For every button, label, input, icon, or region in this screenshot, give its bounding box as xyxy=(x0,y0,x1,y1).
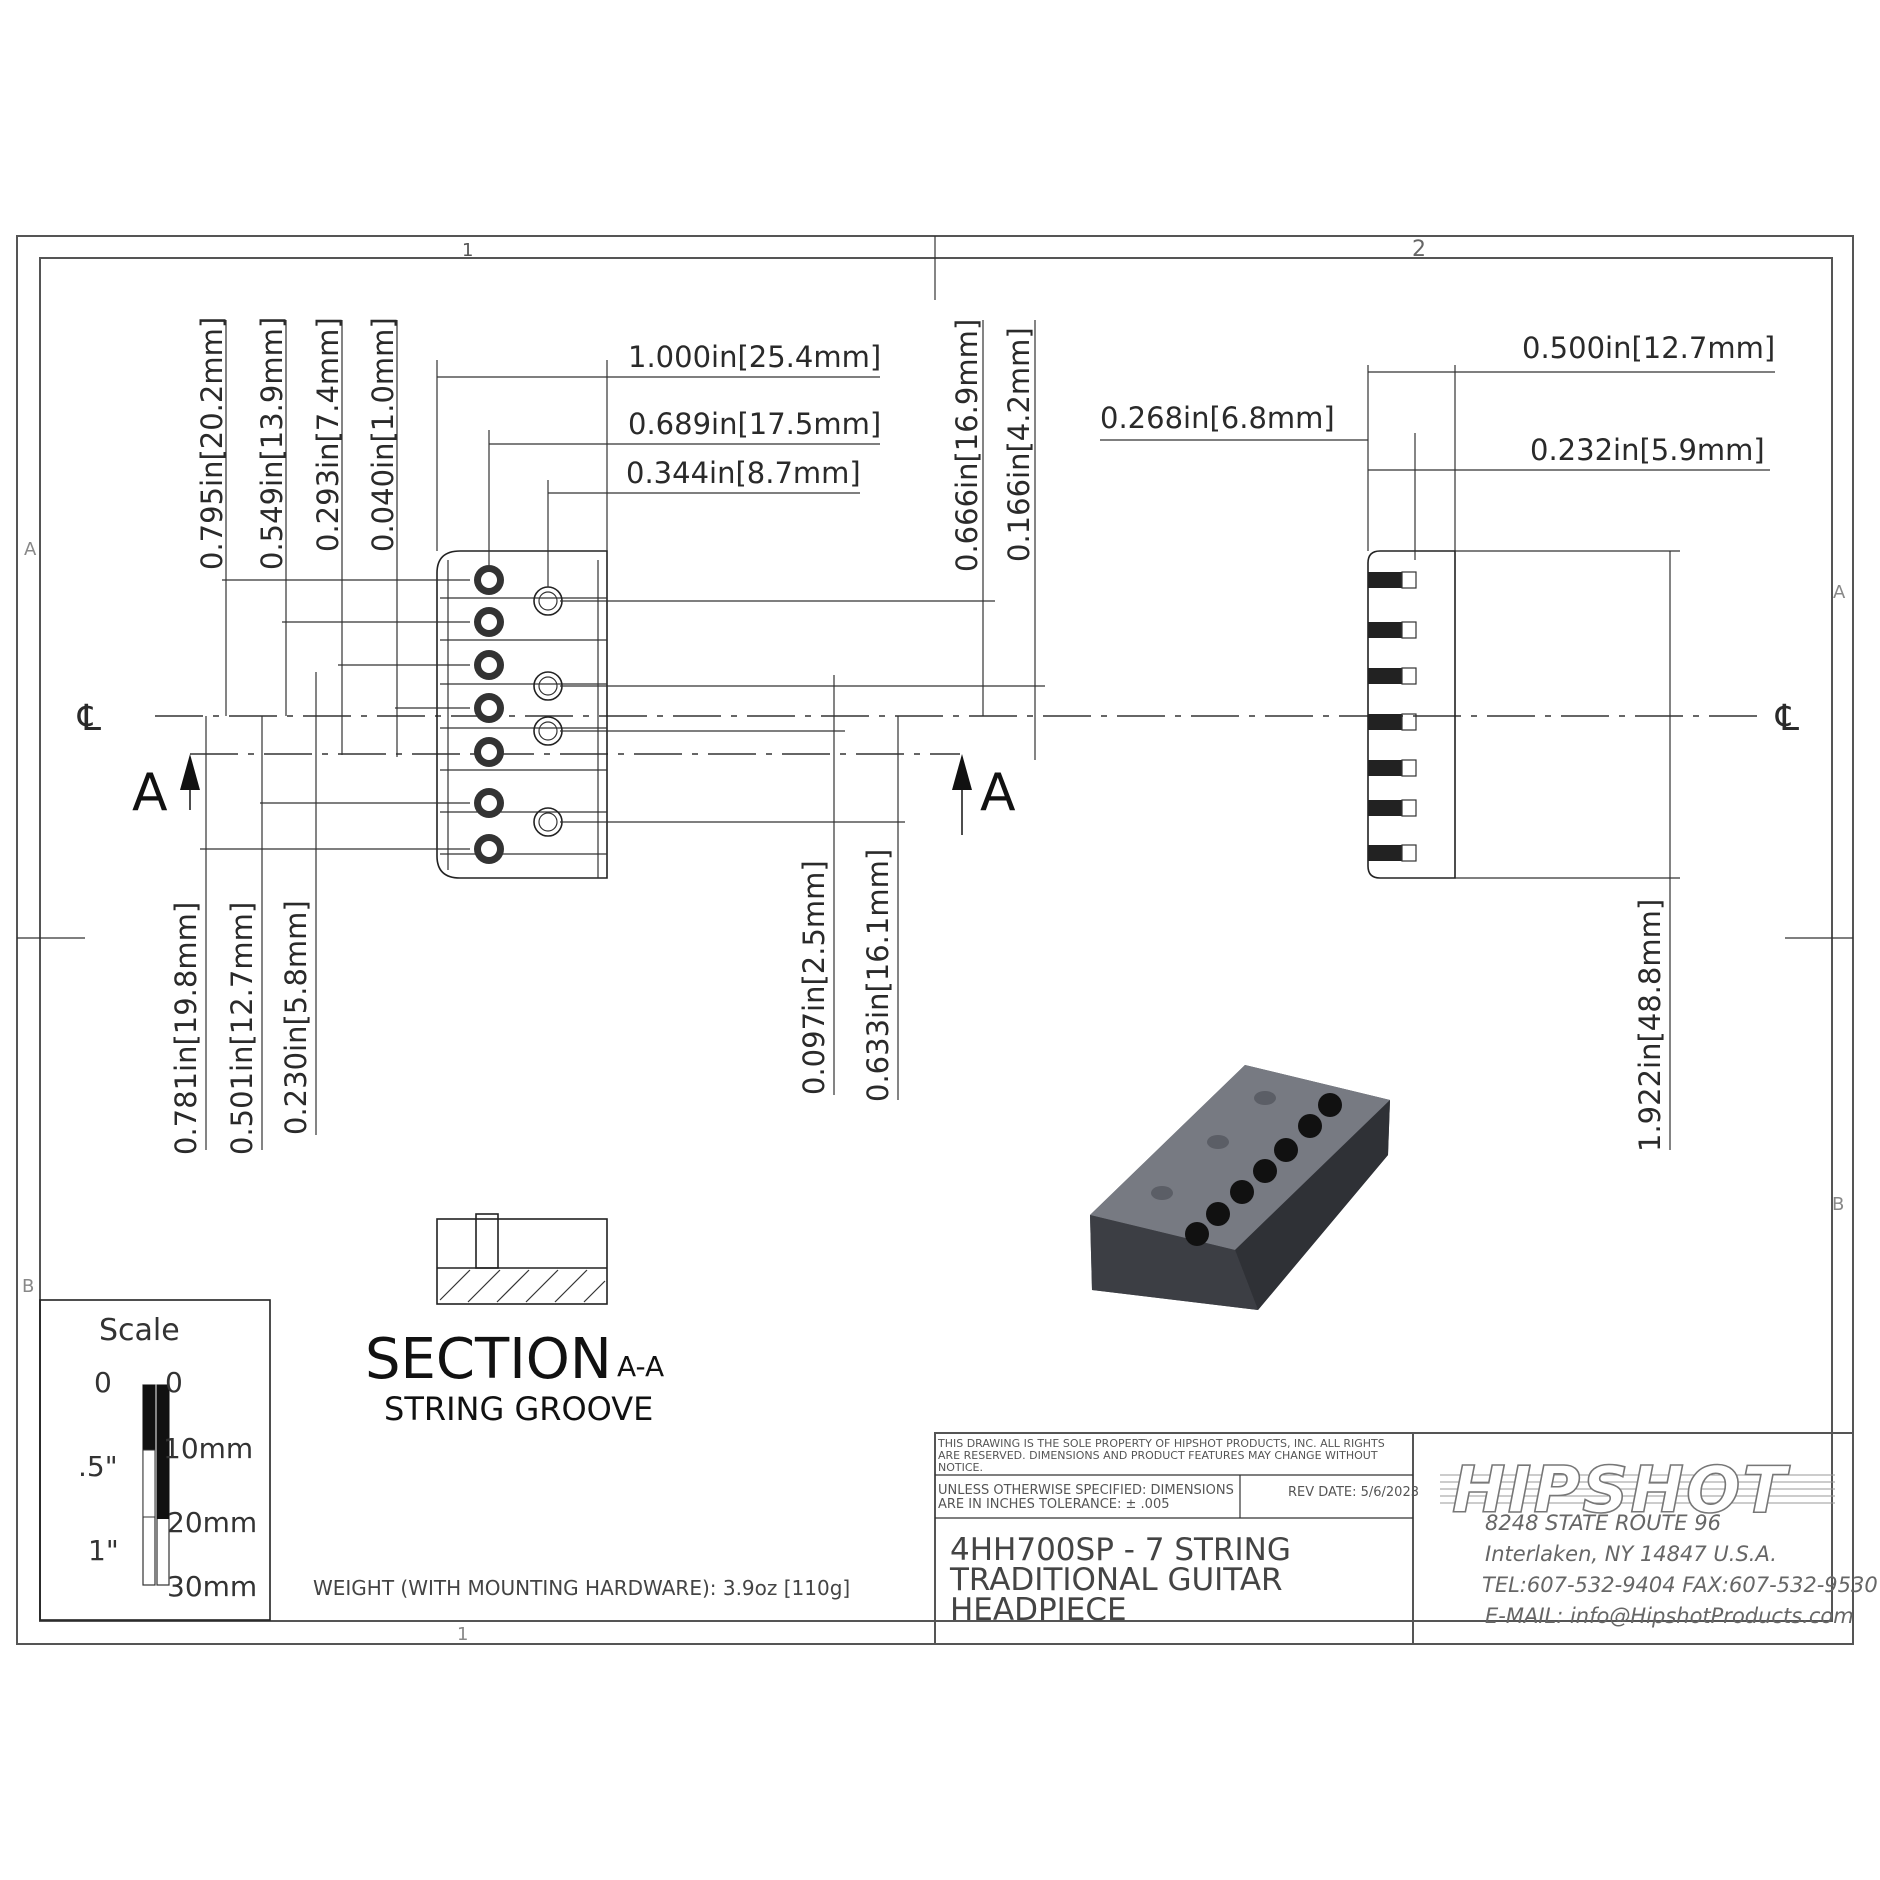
notice-line-2: ARE RESERVED. DIMENSIONS AND PRODUCT FEA… xyxy=(938,1449,1378,1462)
zone-right-a: A xyxy=(1833,582,1846,603)
address-line-2: Interlaken, NY 14847 U.S.A. xyxy=(1485,1542,1777,1566)
scale-in-half: .5" xyxy=(78,1450,118,1483)
front-view xyxy=(436,550,608,879)
centerline-symbol-right: ℄ xyxy=(1775,698,1799,739)
title-block xyxy=(934,1432,1854,1645)
address-email: E-MAIL: info@HipshotProducts.com xyxy=(1485,1604,1854,1628)
centerline-symbol-left: ℄ xyxy=(77,698,101,739)
section-arrow-left xyxy=(180,754,200,790)
dim-0268: 0.268in[6.8mm] xyxy=(1100,401,1335,435)
part-number-line-3: HEADPIECE xyxy=(950,1592,1127,1628)
isometric-view xyxy=(1090,1065,1390,1310)
logo-text: HIPSHOT xyxy=(1452,1454,1790,1528)
scale-in-0: 0 xyxy=(94,1366,112,1399)
section-arrow-right xyxy=(952,754,972,790)
notice-line-1: THIS DRAWING IS THE SOLE PROPERTY OF HIP… xyxy=(937,1437,1385,1450)
mid-lower-dimension-lines xyxy=(560,675,905,1100)
section-title: SECTION xyxy=(365,1327,612,1392)
dim-0097: 0.097in[2.5mm] xyxy=(797,860,831,1095)
dim-1922: 1.922in[48.8mm] xyxy=(1633,899,1667,1152)
part-number-line-1: 4HH700SP - 7 STRING xyxy=(950,1532,1291,1568)
dim-0230: 0.230in[5.8mm] xyxy=(279,900,313,1135)
rev-date: REV DATE: 5/6/2023 xyxy=(1288,1485,1419,1500)
hipshot-logo: HIPSHOT xyxy=(1440,1453,1835,1529)
dim-1000: 1.000in[25.4mm] xyxy=(628,340,881,374)
dim-0500: 0.500in[12.7mm] xyxy=(1522,331,1775,365)
scale-mm-30: 30mm xyxy=(167,1570,257,1603)
dim-0549: 0.549in[13.9mm] xyxy=(255,317,289,570)
zone-right-b: B xyxy=(1832,1194,1844,1215)
section-label-left: A xyxy=(132,763,168,823)
notice-line-3: NOTICE. xyxy=(938,1461,983,1474)
dim-0232: 0.232in[5.9mm] xyxy=(1530,433,1765,467)
part-number-line-2: TRADITIONAL GUITAR xyxy=(949,1562,1283,1598)
scale-mm-20: 20mm xyxy=(167,1506,257,1539)
left-lower-dimension-lines xyxy=(200,672,470,1150)
top-dimensions xyxy=(436,360,880,587)
dim-0501: 0.501in[12.7mm] xyxy=(225,902,259,1155)
zone-left-b: B xyxy=(22,1276,34,1297)
tolerance-line-1: UNLESS OTHERWISE SPECIFIED: DIMENSIONS xyxy=(938,1483,1234,1498)
scale-mm-0: 0 xyxy=(165,1366,183,1399)
address-phone: TEL:607-532-9404 FAX:607-532-9530 xyxy=(1482,1573,1878,1597)
scale-box xyxy=(39,1299,271,1621)
tolerance-line-2: ARE IN INCHES TOLERANCE: ± .005 xyxy=(938,1497,1170,1512)
scale-mm-10: 10mm xyxy=(163,1432,253,1465)
zone-left-a: A xyxy=(24,539,37,560)
dim-0344: 0.344in[8.7mm] xyxy=(626,456,861,490)
side-view xyxy=(1100,365,1775,1150)
dim-0293: 0.293in[7.4mm] xyxy=(311,317,345,552)
scale-title: Scale xyxy=(99,1313,180,1348)
mid-upper-dimension-lines xyxy=(560,320,1045,760)
zone-bottom-1: 1 xyxy=(457,1624,468,1645)
dim-0781: 0.781in[19.8mm] xyxy=(169,902,203,1155)
dim-0166: 0.166in[4.2mm] xyxy=(1002,327,1036,562)
dim-0666: 0.666in[16.9mm] xyxy=(950,319,984,572)
section-title-suffix: A-A xyxy=(617,1350,664,1383)
zone-top-1: 1 xyxy=(462,240,473,261)
zone-top-2: 2 xyxy=(1412,237,1426,262)
dim-0040: 0.040in[1.0mm] xyxy=(366,317,400,552)
left-upper-dimension-lines xyxy=(222,320,470,757)
section-view xyxy=(436,1213,608,1305)
scale-in-1: 1" xyxy=(88,1534,119,1567)
weight-note: WEIGHT (WITH MOUNTING HARDWARE): 3.9oz [… xyxy=(313,1576,850,1600)
section-subtitle: STRING GROOVE xyxy=(384,1390,653,1428)
dim-0689: 0.689in[17.5mm] xyxy=(628,407,881,441)
section-label-right: A xyxy=(980,763,1016,823)
address-line-1: 8248 STATE ROUTE 96 xyxy=(1485,1511,1721,1535)
dim-0633: 0.633in[16.1mm] xyxy=(861,849,895,1102)
dim-0795: 0.795in[20.2mm] xyxy=(195,317,229,570)
